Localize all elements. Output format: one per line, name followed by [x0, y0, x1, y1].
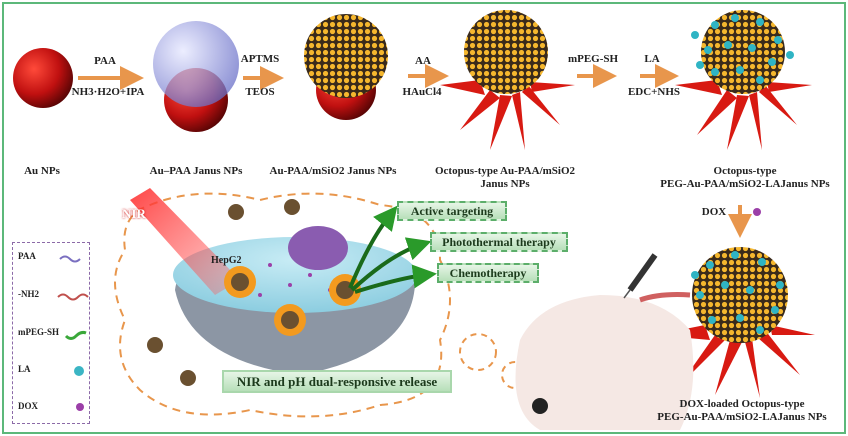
product-label-au-paa: Au–PAA Janus NPs [149, 165, 243, 177]
step-label-paa: PAA [94, 55, 116, 67]
legend-nh2: -NH2 [18, 289, 39, 299]
step-label-edc-nhs: EDC+NHS [627, 86, 681, 98]
dox-dot-icon [753, 208, 761, 216]
line-1: Octopus-type [713, 165, 777, 177]
paa-line-icon [59, 255, 81, 263]
legend-paa: PAA [18, 251, 36, 261]
line-1: Octopus-type Au-PAA/mSiO2 [434, 165, 576, 177]
dox-legend-dot-icon [76, 403, 84, 411]
legend-dox: DOX [18, 401, 38, 411]
step-label-haucl4: HAuCl4 [402, 86, 442, 98]
step-label-mpeg-sh: mPEG-SH [567, 53, 619, 65]
la-star-ball-icon [74, 366, 84, 376]
hepg2-label: HepG2 [211, 255, 242, 266]
line-2: Janus NPs [480, 178, 530, 190]
line-1: DOX-loaded Octopus-type [679, 398, 805, 410]
nir-label: NIR [122, 206, 146, 221]
legend [12, 242, 90, 424]
tumor [532, 398, 548, 414]
legend-mpeg-sh: mPEG-SH [18, 327, 60, 337]
syringe-icon [623, 253, 658, 299]
outcome-active-targeting: Active targeting [397, 201, 507, 221]
line-2: PEG-Au-PAA/mSiO2-LAJanus NPs [657, 411, 827, 423]
release-label: NIR and pH dual-responsive release [222, 370, 452, 393]
step-label-nh3-ipa: NH3·H2O+IPA [71, 86, 145, 98]
octopus-np [440, 10, 575, 150]
step-label-aa: AA [415, 55, 431, 67]
product-label-au-paa-msio2: Au-PAA/mSiO2 Janus NPs [269, 165, 397, 177]
step-label-la: LA [644, 53, 660, 65]
au-nanoparticle [13, 48, 73, 108]
outcome-photothermal-therapy: Photothermal therapy [430, 232, 568, 252]
product-label-au-nps: Au NPs [24, 165, 60, 177]
line-2: PEG-Au-PAA/mSiO2-LAJanus NPs [660, 178, 830, 190]
mpeg-sh-line-icon [64, 330, 87, 340]
step-label-teos: TEOS [245, 86, 275, 98]
au-paa-msio2-np [304, 14, 388, 98]
mouse [515, 295, 694, 430]
step-label-dox: DOX [701, 206, 727, 218]
outcome-chemotherapy: Chemotherapy [437, 263, 539, 283]
nucleus [288, 226, 348, 270]
nir-beam [130, 188, 240, 295]
nh2-line-icon [57, 293, 89, 301]
step-label-aptms: APTMS [240, 53, 280, 65]
peg-la-octopus-np [675, 10, 812, 150]
legend-la: LA [18, 364, 31, 374]
